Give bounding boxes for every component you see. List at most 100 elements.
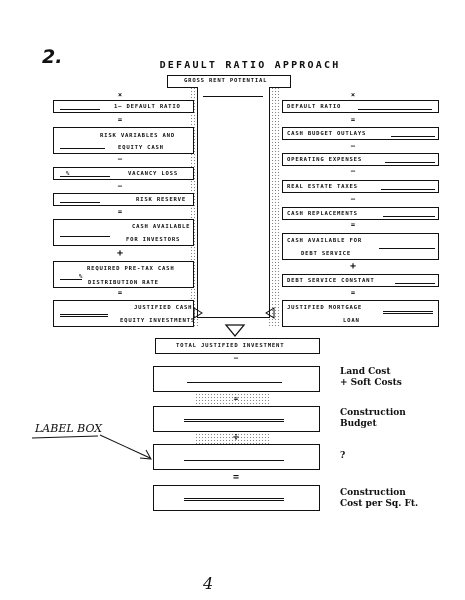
right-value-line — [379, 248, 435, 249]
left-label-for-investors: FOR INVESTORS — [126, 237, 181, 243]
right-op-plus: + — [349, 261, 357, 272]
left-op-minus-2: – — [117, 182, 123, 190]
construction-budget-label-line2: Budget — [340, 419, 377, 429]
right-box-cash-budget: CASH BUDGET OUTLAYS — [282, 127, 439, 140]
left-label-distribution-rate: DISTRIBUTION RATE — [88, 280, 159, 286]
center-column — [197, 87, 270, 318]
construction-cost-label-line1: Construction — [340, 488, 406, 498]
right-label-real-estate-taxes: REAL ESTATE TAXES — [287, 184, 358, 190]
construction-cost-label: Construction Cost per Sq. Ft. — [340, 488, 418, 510]
right-label-debt-service-constant: DEBT SERVICE CONSTANT — [287, 278, 375, 284]
arrows — [193, 307, 275, 338]
construction-cost-value-line — [184, 498, 284, 501]
stipple-right — [268, 87, 280, 327]
left-op-equals-2: = — [117, 208, 123, 216]
question-box — [153, 444, 320, 470]
right-label-justified-mortgage: JUSTIFIED MORTGAGE — [287, 305, 363, 311]
right-box-cash-replacements: CASH REPLACEMENTS — [282, 207, 439, 220]
land-cost-label-line1: Land Cost — [340, 367, 391, 377]
left-box-distribution-rate: REQUIRED PRE-TAX CASH % DISTRIBUTION RAT… — [53, 261, 194, 288]
right-box-justified-mortgage: JUSTIFIED MORTGAGE LOAN — [282, 300, 439, 327]
gross-rent-label: GROSS RENT POTENTIAL — [184, 78, 268, 84]
page-number-bottom: 4 — [203, 574, 214, 593]
right-op-equals-1: = — [350, 116, 356, 124]
land-cost-label: Land Cost + Soft Costs — [340, 367, 402, 389]
left-label-pct: % — [79, 274, 84, 280]
right-value-line — [383, 216, 435, 217]
left-value-line — [60, 236, 110, 237]
construction-budget-box — [153, 406, 320, 432]
land-cost-value-line — [187, 382, 282, 383]
right-op-minus-3: – — [350, 195, 356, 203]
right-op-minus-2: – — [350, 167, 356, 175]
stipple-left — [190, 87, 200, 327]
left-box-risk-variables: RISK VARIABLES AND EQUITY CASH — [53, 127, 194, 154]
right-label-cash-budget: CASH BUDGET OUTLAYS — [287, 131, 367, 137]
left-box-vacancy-loss: % VACANCY LOSS — [53, 167, 194, 180]
left-value-line — [60, 176, 110, 177]
right-label-operating-expenses: OPERATING EXPENSES — [287, 157, 363, 163]
total-justified-label: TOTAL JUSTIFIED INVESTMENT — [176, 343, 285, 349]
left-value-double-line — [60, 314, 108, 317]
left-box-risk-reserve: RISK RESERVE — [53, 193, 194, 206]
construction-cost-box — [153, 485, 320, 511]
right-box-cash-available-debt: CASH AVAILABLE FOR DEBT SERVICE — [282, 233, 439, 260]
left-op-equals-1: = — [117, 116, 123, 124]
left-label-vacancy-pct: % — [66, 171, 71, 177]
left-value-line — [60, 109, 100, 110]
label-box-arrow-head — [139, 449, 152, 460]
left-label-risk-variables: RISK VARIABLES AND — [100, 133, 176, 139]
question-value-line — [184, 460, 284, 461]
label-box-underline — [31, 435, 99, 439]
right-op-minus-1: – — [350, 142, 356, 150]
left-label-risk-reserve: RISK RESERVE — [136, 197, 187, 203]
arrow-down-icon — [224, 324, 246, 338]
label-box-arrow-icon — [31, 434, 152, 460]
land-cost-label-line2: + Soft Costs — [340, 378, 402, 388]
right-value-line — [391, 136, 435, 137]
left-label-1-default-ratio: 1– DEFAULT RATIO — [114, 104, 181, 110]
right-value-line — [358, 109, 432, 110]
right-op-equals-2: = — [350, 221, 356, 229]
total-justified-box: TOTAL JUSTIFIED INVESTMENT — [155, 338, 320, 354]
arrow-right-icon — [193, 307, 203, 319]
left-label-equity-investments: EQUITY INVESTMENTS — [120, 318, 196, 324]
bottom-op-minus: – — [233, 354, 239, 362]
construction-budget-label-line1: Construction — [340, 408, 406, 418]
right-label-cash-available-for: CASH AVAILABLE FOR — [287, 238, 363, 244]
gross-rent-value-line — [203, 96, 263, 97]
bottom-op-equals-2: = — [232, 472, 240, 483]
left-op-minus-1: – — [117, 155, 123, 163]
left-label-justified-cash: JUSTIFIED CASH — [134, 305, 193, 311]
land-cost-box — [153, 366, 320, 392]
arrow-left-icon — [265, 307, 275, 319]
right-box-debt-service-constant: DEBT SERVICE CONSTANT — [282, 274, 439, 287]
left-label-cash-available: CASH AVAILABLE — [132, 224, 191, 230]
page-title: DEFAULT RATIO APPROACH — [159, 60, 341, 71]
right-value-line — [395, 283, 435, 284]
left-value-line — [60, 148, 105, 149]
right-op-equals-3: = — [350, 289, 356, 297]
right-op-multiply: × — [350, 91, 356, 99]
bottom-op-equals: = — [233, 395, 239, 403]
left-value-line — [60, 202, 100, 203]
right-box-operating-expenses: OPERATING EXPENSES — [282, 153, 439, 166]
right-value-line — [381, 189, 435, 190]
right-box-default-ratio: DEFAULT RATIO — [282, 100, 439, 113]
label-box-arrow-shaft — [99, 434, 151, 459]
left-op-multiply: × — [117, 91, 123, 99]
construction-cost-label-line2: Cost per Sq. Ft. — [340, 499, 419, 509]
left-value-line — [60, 279, 82, 280]
left-label-vacancy-loss: VACANCY LOSS — [128, 171, 179, 177]
left-op-plus: + — [116, 248, 124, 259]
right-value-double-line — [383, 311, 433, 314]
stipple-bottom-2 — [195, 430, 270, 444]
left-op-equals-3: = — [117, 289, 123, 297]
right-label-debt-service: DEBT SERVICE — [301, 251, 352, 257]
question-label: ? — [340, 451, 346, 461]
bottom-op-divide: ÷ — [232, 432, 240, 443]
left-label-required-pretax: REQUIRED PRE-TAX CASH — [87, 266, 175, 272]
left-box-justified-cash: JUSTIFIED CASH EQUITY INVESTMENTS — [53, 300, 194, 327]
right-box-real-estate-taxes: REAL ESTATE TAXES — [282, 180, 439, 193]
left-box-cash-available: CASH AVAILABLE FOR INVESTORS — [53, 219, 194, 246]
